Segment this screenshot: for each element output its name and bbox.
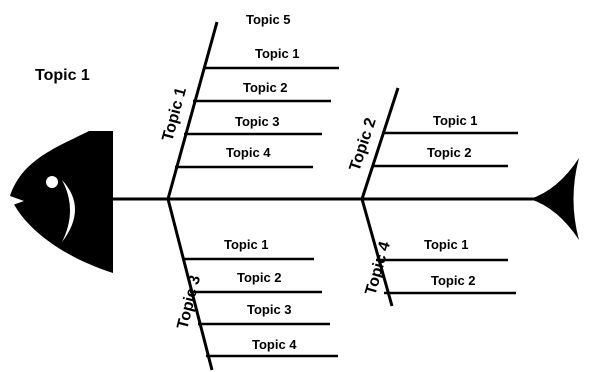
bone-line bbox=[166, 21, 219, 200]
subtopic-label: Topic 4 bbox=[252, 337, 297, 352]
subtopic-label: Topic 2 bbox=[237, 270, 282, 285]
subtopic-label: Topic 1 bbox=[224, 237, 269, 252]
subtopic-label: Topic 1 bbox=[255, 46, 300, 61]
fish-head bbox=[10, 131, 113, 273]
subtopic-label: Topic 2 bbox=[431, 273, 476, 288]
subtopic-label: Topic 1 bbox=[433, 113, 478, 128]
subtopic-label: Topic 2 bbox=[243, 80, 288, 95]
head-title: Title bbox=[36, 197, 69, 214]
subtopic-label: Topic 2 bbox=[427, 145, 472, 160]
branch-topic-4: Topic 4 Topic 1 Topic 2 bbox=[360, 198, 516, 307]
subtopic-label: Topic 1 bbox=[424, 237, 469, 252]
branch-topic-2: Topic 2 Topic 1 Topic 2 bbox=[347, 87, 518, 200]
subtopic-label: Topic 5 bbox=[246, 12, 291, 27]
subtopic-label: Topic 3 bbox=[235, 114, 280, 129]
fish-tail bbox=[530, 158, 579, 240]
bone-label: Topic 4 bbox=[363, 240, 394, 297]
subtopic-label: Topic 4 bbox=[226, 145, 271, 160]
bone-line bbox=[166, 198, 214, 371]
diagram-heading: Topic 1 bbox=[35, 67, 90, 84]
bone-label: Topic 2 bbox=[347, 116, 380, 173]
bone-line bbox=[360, 87, 400, 200]
subtopic-label: Topic 3 bbox=[247, 302, 292, 317]
branch-topic-3: Topic 3 Topic 1 Topic 2 Topic 3 Topic 4 bbox=[166, 198, 338, 371]
bone-line bbox=[360, 198, 394, 307]
branch-topic-1: Topic 1 Topic 5 Topic 1 Topic 2 Topic 3 … bbox=[159, 12, 339, 200]
